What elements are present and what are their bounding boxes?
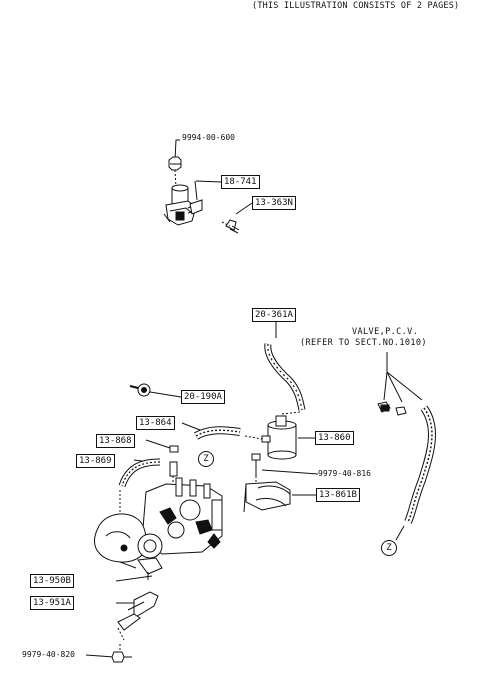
pcv-valve-note-line1: VALVE,P.C.V. — [352, 327, 419, 337]
part-13-861B[interactable]: 13-861B — [316, 488, 360, 502]
part-13-864[interactable]: 13-864 — [136, 416, 175, 430]
bolt-20-190A-illustration — [129, 383, 182, 398]
label-9994-00-600: 9994-00-600 — [182, 133, 235, 142]
part-13-869[interactable]: 13-869 — [76, 454, 115, 468]
bracket-13-951A-illustration — [117, 591, 159, 641]
page-header: (THIS ILLUSTRATION CONSISTS OF 2 PAGES) — [252, 1, 460, 11]
part-13-950B[interactable]: 13-950B — [30, 574, 74, 588]
label-9979-40-820: 9979-40-820 — [22, 650, 75, 659]
hose-13-864-illustration — [181, 422, 241, 440]
pcv-valve-note-line2: (REFER TO SECT.NO.1010) — [300, 338, 427, 348]
bracket-13-861B-illustration — [243, 453, 319, 513]
ref-marker-z-right: Z — [381, 540, 397, 556]
bolt-9979-40-820-illustration — [85, 644, 132, 663]
part-20-190A[interactable]: 20-190A — [181, 390, 225, 404]
ref-marker-z-left: Z — [198, 451, 214, 467]
part-13-951A[interactable]: 13-951A — [30, 596, 74, 610]
part-18-741[interactable]: 18-741 — [221, 175, 260, 189]
pcv-valve-illustration — [377, 352, 436, 541]
part-20-361A[interactable]: 20-361A — [252, 308, 296, 322]
solenoid-assembly-illustration — [163, 139, 253, 234]
label-9979-40-816: 9979-40-816 — [318, 469, 371, 478]
part-13-868[interactable]: 13-868 — [96, 434, 135, 448]
small-hoses-illustration — [118, 439, 179, 518]
part-13-860[interactable]: 13-860 — [315, 431, 354, 445]
part-13-363N[interactable]: 13-363N — [252, 196, 296, 210]
carburetor-illustration — [94, 477, 223, 580]
canister-13-860-illustration — [244, 411, 315, 460]
